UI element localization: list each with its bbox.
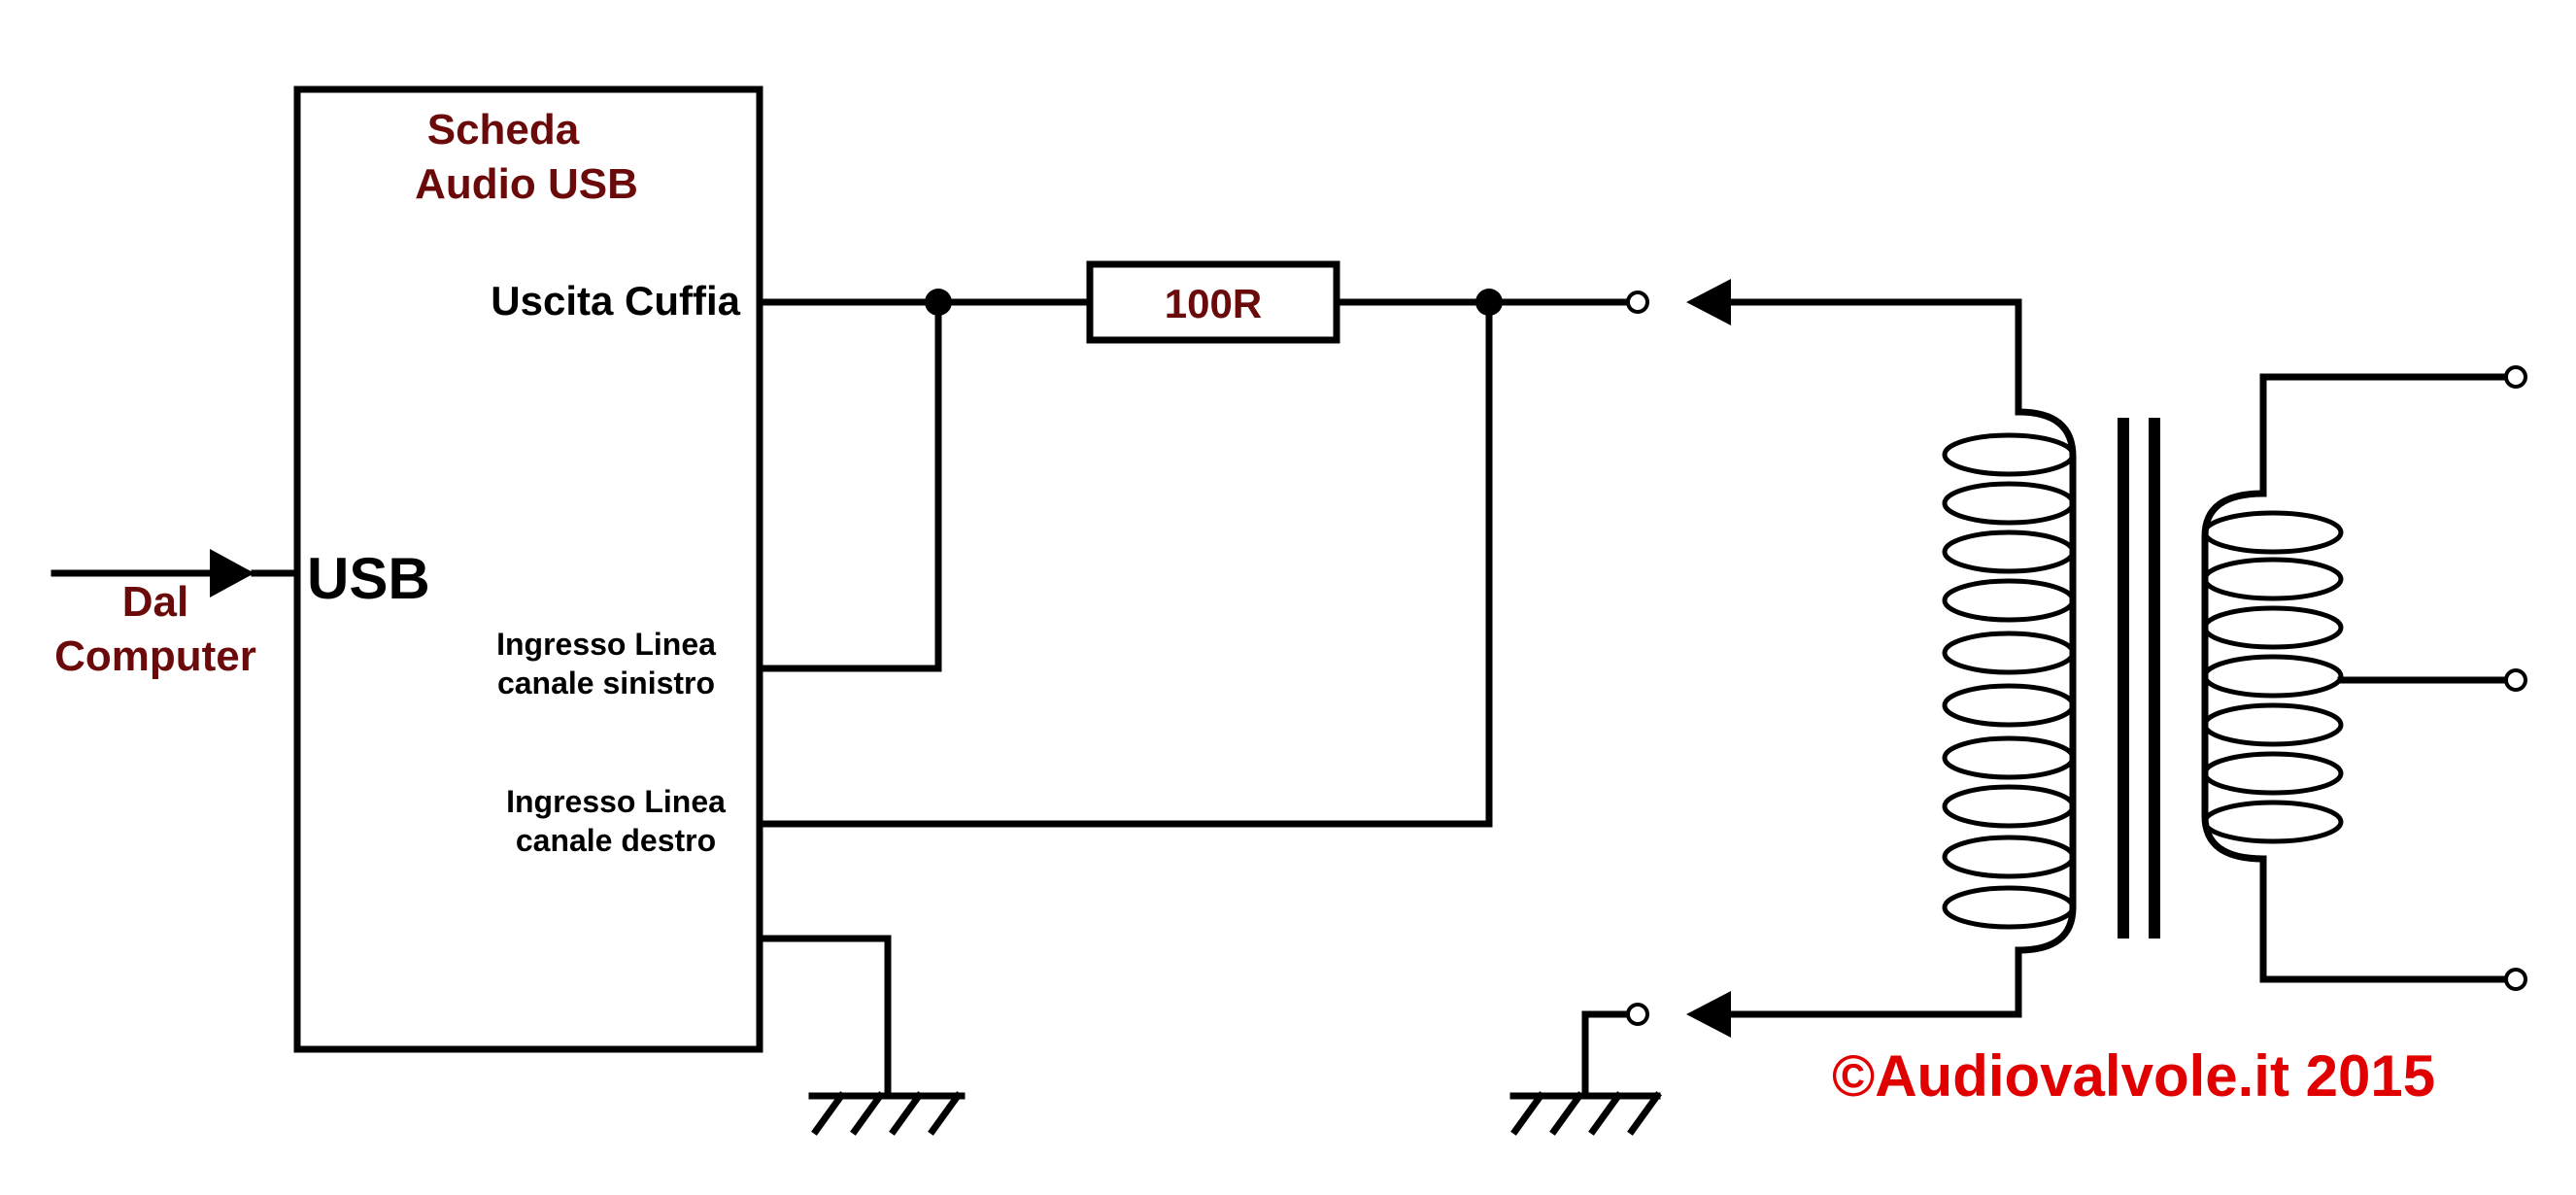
from-computer-line1: Dal [122, 578, 188, 626]
output-terminal-top [1626, 290, 1649, 314]
transformer-secondary-coil [2201, 373, 2510, 983]
usb-input-arrow [51, 549, 301, 598]
card-ground-symbol [756, 935, 966, 1136]
resistor-100r [1086, 260, 1340, 344]
card-title-line1: Scheda [427, 106, 580, 154]
output-terminal-bottom [1626, 1003, 1649, 1026]
resistor-label: 100R [1165, 281, 1262, 326]
usb-audio-card-box [293, 85, 763, 1053]
usb-label: USB [307, 546, 430, 611]
transformer-arrow-bottom [1686, 946, 2022, 1038]
card-title-line2: Audio USB [415, 160, 638, 208]
secondary-terminal-top [2504, 365, 2527, 389]
headphone-output-label: Uscita Cuffia [491, 278, 740, 324]
output-ground-symbol [1509, 1010, 1662, 1136]
right-input-line1: Ingresso Linea [506, 784, 726, 819]
right-input-line2: canale destro [516, 823, 716, 858]
transformer-primary-coil [1942, 408, 2077, 954]
secondary-terminal-center [2504, 668, 2527, 692]
left-input-line1: Ingresso Linea [496, 627, 716, 662]
transformer-arrow-top [1686, 279, 2022, 416]
copyright-label: ©Audiovalvole.it 2015 [1832, 1043, 2435, 1109]
secondary-terminal-bottom [2504, 968, 2527, 991]
right-channel-input-wire [756, 298, 1493, 828]
transformer-core [2118, 418, 2160, 939]
from-computer-line2: Computer [54, 632, 256, 680]
left-input-line2: canale sinistro [497, 666, 715, 700]
left-channel-input-wire [756, 298, 942, 672]
